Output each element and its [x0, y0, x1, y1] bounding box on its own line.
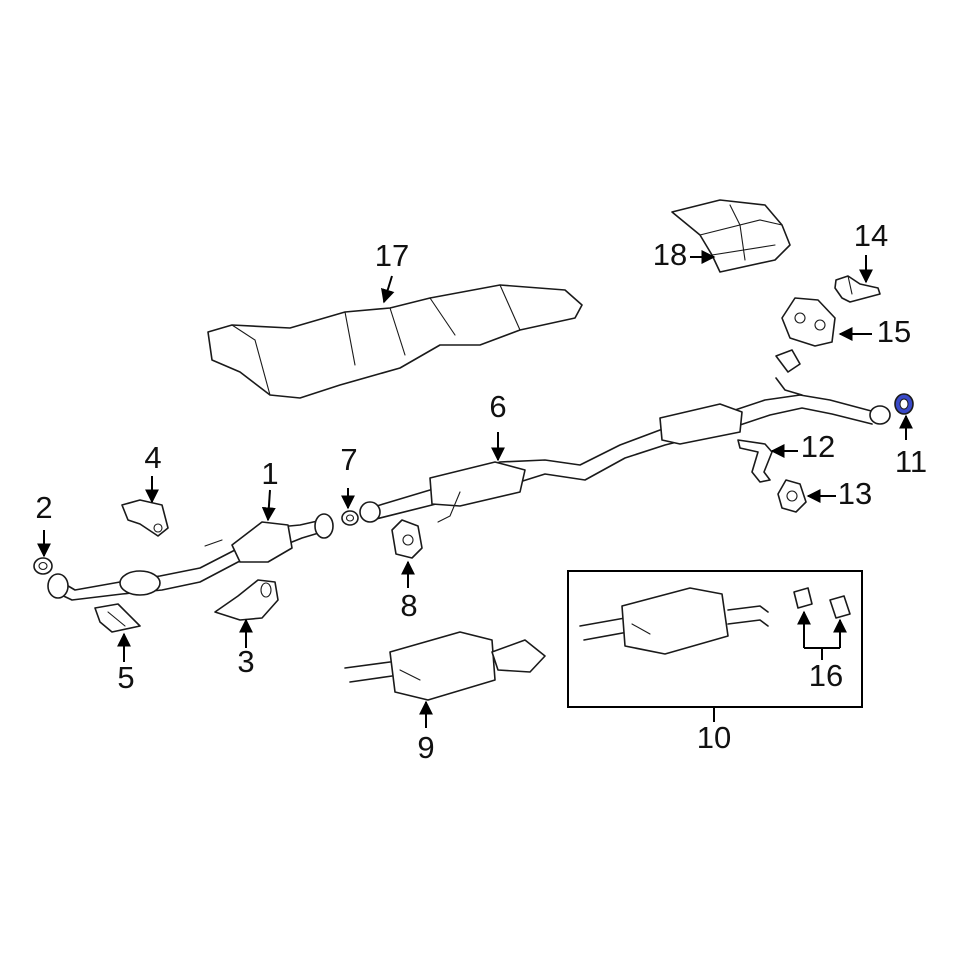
part-8-hanger[interactable]: [391, 519, 423, 559]
part-5-bracket[interactable]: [94, 603, 141, 633]
callout-7: 7: [340, 442, 357, 477]
callout-13: 13: [838, 476, 872, 511]
part-3-bracket[interactable]: [214, 579, 279, 621]
callout-9: 9: [417, 730, 434, 765]
part-7-gasket[interactable]: [341, 510, 359, 526]
callout-5: 5: [117, 660, 134, 695]
part-16-insulators[interactable]: [793, 587, 851, 619]
callout-12: 12: [801, 429, 835, 464]
part-2-gasket[interactable]: [33, 557, 53, 575]
part-13-hanger[interactable]: [777, 479, 807, 513]
callout-2: 2: [35, 490, 52, 525]
callout-15: 15: [877, 314, 911, 349]
part-12-bracket[interactable]: [737, 439, 773, 483]
callout-18: 18: [653, 237, 687, 272]
part-9-muffler[interactable]: [344, 631, 546, 701]
part-17-heat-shield[interactable]: [207, 284, 583, 399]
part-14-bracket[interactable]: [834, 275, 881, 303]
callout-17: 17: [375, 238, 409, 273]
part-15-hanger[interactable]: [781, 297, 836, 347]
part-1-front-pipe[interactable]: [47, 513, 334, 601]
part-6-center-pipe[interactable]: [359, 349, 891, 523]
leader-lines: [37, 250, 913, 728]
callout-labels: 17 18 14 15 11 12 13 6 7 1 4 2 5 3 8 9 1…: [35, 218, 927, 765]
callout-6: 6: [489, 389, 506, 424]
callout-16: 16: [809, 658, 843, 693]
callout-1: 1: [261, 456, 278, 491]
callout-11: 11: [895, 444, 927, 479]
callout-8: 8: [400, 588, 417, 623]
callout-3: 3: [237, 644, 254, 679]
part-4-bracket[interactable]: [121, 499, 169, 537]
callout-10: 10: [697, 720, 731, 755]
callout-4: 4: [144, 440, 161, 475]
callout-14: 14: [854, 218, 888, 253]
part-18-heat-shield[interactable]: [671, 199, 791, 273]
part-11-gasket[interactable]: [894, 393, 914, 415]
